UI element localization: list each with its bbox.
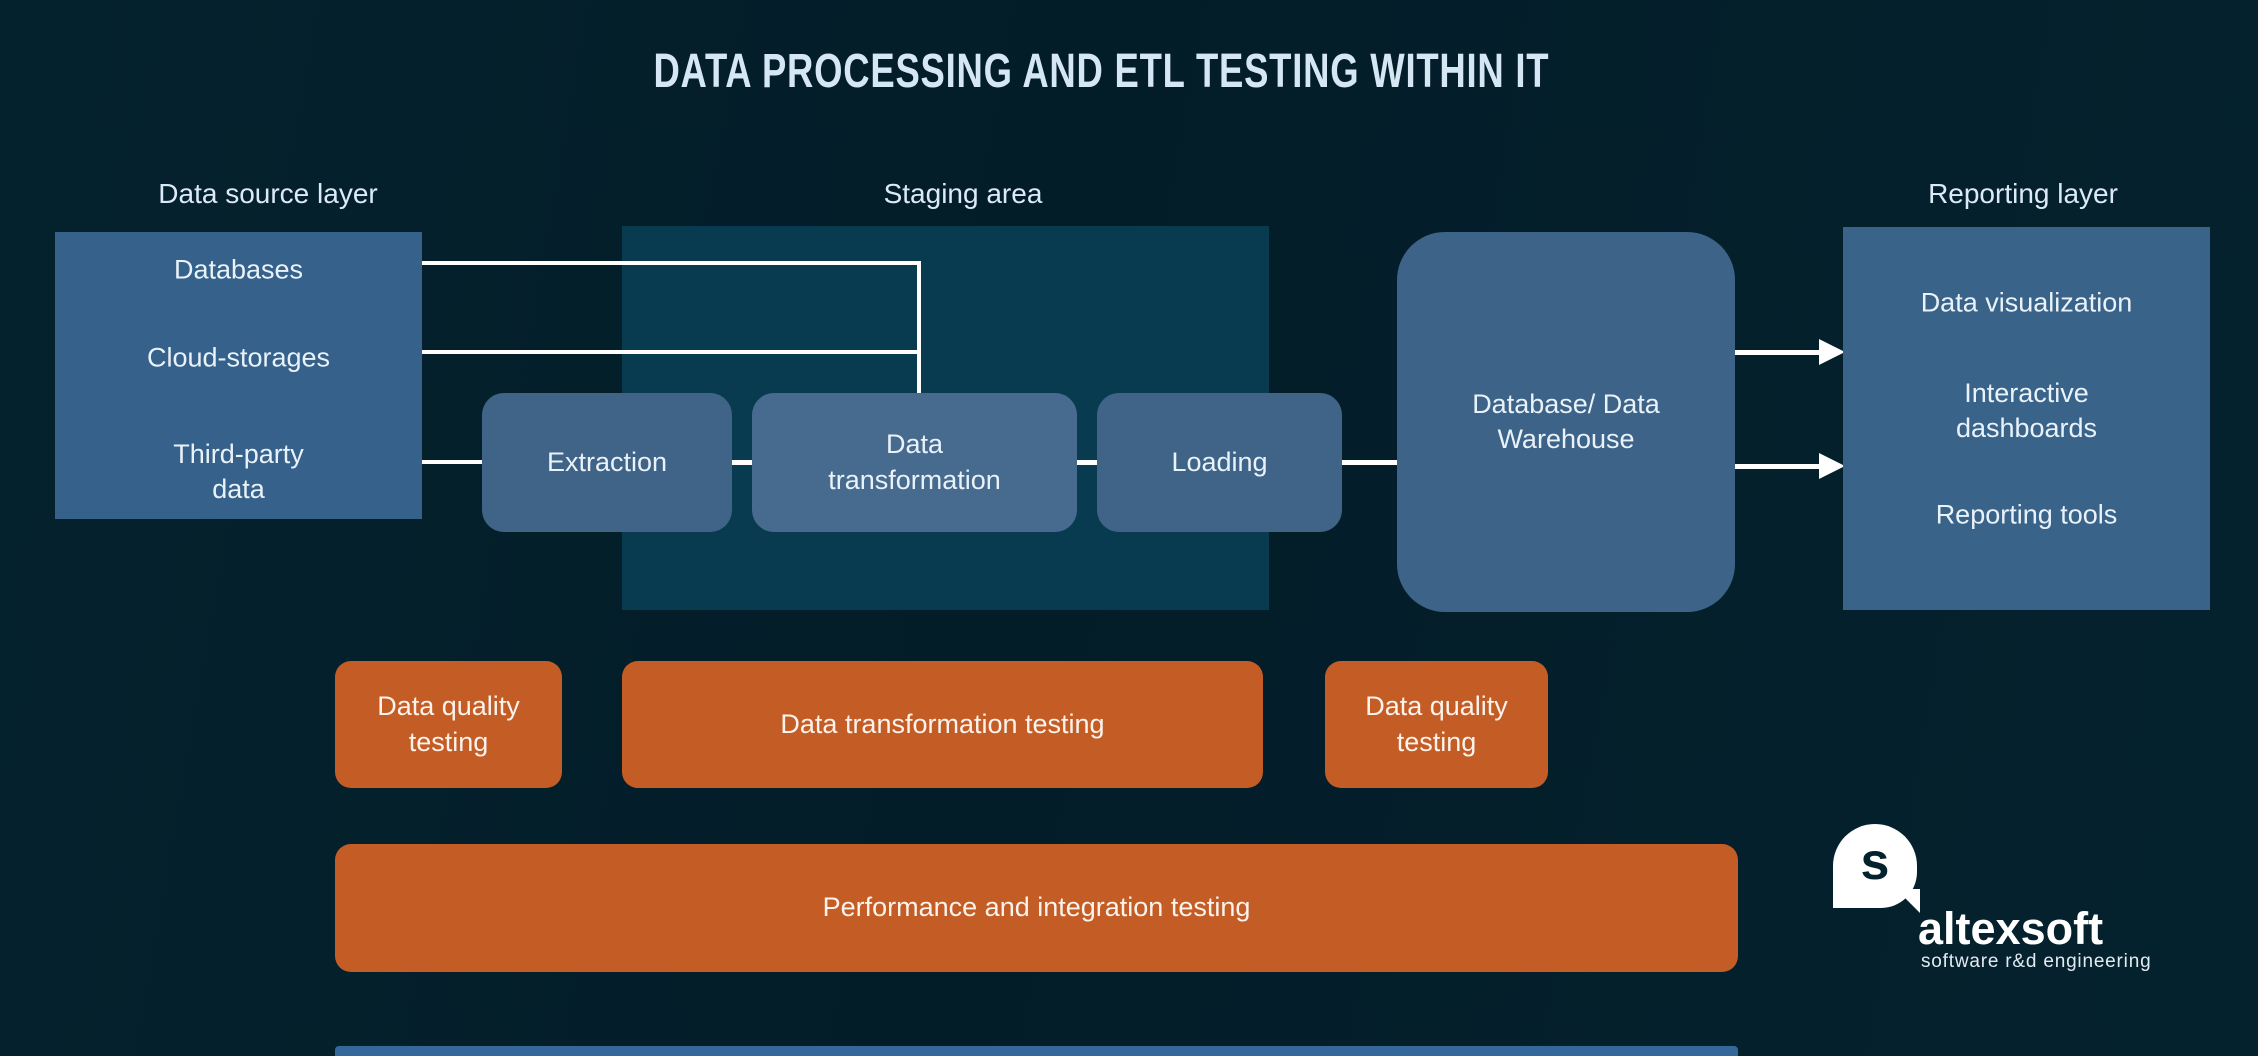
bottom-cropped-strip — [335, 1046, 1738, 1056]
reporting-box: Data visualization Interactive dashboard… — [1843, 227, 2210, 610]
logo-tagline: software r&d engineering — [1921, 951, 2152, 972]
data-transformation-testing-box: Data transformation testing — [622, 661, 1263, 788]
page-title-text: DATA PROCESSING AND ETL TESTING WITHIN I… — [653, 45, 1549, 98]
page-title: DATA PROCESSING AND ETL TESTING WITHIN I… — [0, 44, 2258, 99]
arrow-warehouse-reporting-bottom-head-icon — [1819, 453, 1845, 479]
reporting-item-interactive-dashboards: Interactive dashboards — [1955, 377, 2098, 443]
data-transformation-box: Data transformation — [752, 393, 1077, 532]
data-quality-testing-left-box: Data quality testing — [335, 661, 562, 788]
logo-bubble-tail-icon — [1896, 889, 1920, 913]
logo-s-glyph: s — [1860, 833, 1890, 891]
data-source-box: Databases Cloud-storages Third-party dat… — [55, 232, 422, 519]
connector-transformation-loading — [1075, 460, 1099, 465]
connector-vertical-drop-line — [917, 261, 921, 397]
data-quality-testing-right-box: Data quality testing — [1325, 661, 1548, 788]
loading-box: Loading — [1097, 393, 1342, 532]
source-item-databases: Databases — [173, 254, 304, 285]
connector-third-party-line — [422, 460, 482, 464]
arrow-warehouse-reporting-bottom-shaft — [1735, 464, 1821, 469]
reporting-item-data-visualization: Data visualization — [1920, 287, 2133, 318]
arrow-warehouse-reporting-top-head-icon — [1819, 339, 1845, 365]
arrow-warehouse-reporting-top-shaft — [1735, 350, 1821, 355]
arrow-loading-warehouse-shaft — [1342, 460, 1406, 465]
logo-wordmark: altexsoft — [1918, 903, 2104, 954]
connector-extraction-transformation — [730, 460, 754, 465]
source-item-third-party-data: Third-party data — [173, 438, 304, 504]
connector-cloud-storages-line — [422, 350, 921, 354]
database-warehouse-box: Database/ Data Warehouse — [1397, 232, 1735, 612]
source-item-cloud-storages: Cloud-storages — [146, 342, 331, 373]
label-reporting-layer: Reporting layer — [1928, 178, 2118, 209]
performance-integration-testing-box: Performance and integration testing — [335, 844, 1738, 972]
label-staging-area: Staging area — [883, 178, 1043, 209]
extraction-box: Extraction — [482, 393, 732, 532]
connector-databases-line — [422, 261, 921, 265]
label-data-source-layer: Data source layer — [158, 178, 378, 209]
reporting-item-reporting-tools: Reporting tools — [1935, 499, 2118, 530]
altexsoft-logo-icon: s — [1833, 824, 1920, 913]
